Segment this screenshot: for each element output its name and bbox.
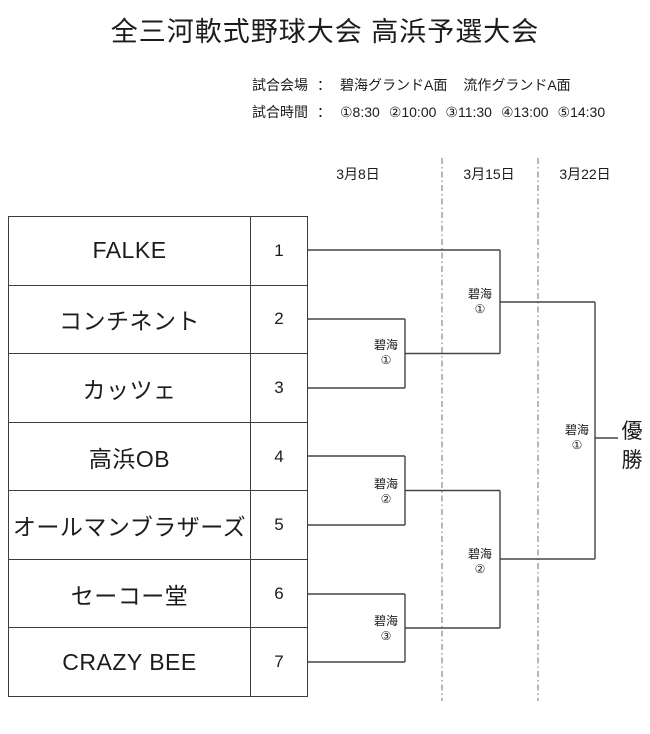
- match-label-round2-game2: 碧海 ②: [468, 547, 492, 577]
- match-label-round1-game2: 碧海 ②: [374, 477, 398, 507]
- team-name: FALKE: [9, 217, 251, 285]
- match-venue: 碧海: [373, 614, 399, 628]
- team-name: オールマンブラザーズ: [9, 491, 251, 559]
- match-venue: 碧海: [564, 423, 590, 437]
- team-seed: 3: [274, 377, 284, 397]
- team-seed: 4: [274, 446, 284, 466]
- match-game-number: ③: [380, 629, 392, 643]
- match-game-number: ①: [571, 438, 583, 452]
- team-row: オールマンブラザーズ 5: [9, 490, 307, 559]
- team-name: カッツェ: [9, 354, 251, 422]
- match-game-number: ②: [380, 492, 392, 506]
- date-column-2: 3月15日: [463, 166, 515, 182]
- venue-label: 試合会場: [252, 77, 308, 93]
- champion-label: 優勝: [621, 420, 643, 472]
- time-slot-1: ①8:30: [340, 104, 380, 120]
- team-name: セーコー堂: [9, 559, 251, 628]
- team-row: セーコー堂 6: [9, 558, 307, 628]
- time-slot-5: ⑤14:30: [557, 104, 606, 120]
- team-row: カッツェ 3: [9, 353, 307, 422]
- match-venue: 碧海: [467, 547, 493, 561]
- team-row: コンチネント 2: [9, 284, 307, 354]
- time-slot-3: ③11:30: [445, 104, 492, 120]
- time-line: 試合時間 ： ①8:30 ②10:00 ③11:30 ④13:00 ⑤14:30: [252, 99, 614, 126]
- venue-name-2: 流作グランドA面: [463, 77, 571, 93]
- match-game-number: ②: [474, 562, 486, 576]
- match-label-round1-game3: 碧海 ③: [374, 614, 398, 644]
- time-slot-4: ④13:00: [500, 104, 549, 120]
- team-name: CRAZY BEE: [9, 628, 251, 697]
- date-column-1: 3月8日: [336, 166, 380, 182]
- match-game-number: ①: [474, 302, 486, 316]
- team-seed: 1: [274, 240, 284, 260]
- team-row: FALKE 1: [9, 217, 307, 285]
- time-slot-2: ②10:00: [388, 104, 437, 120]
- match-venue: 碧海: [373, 338, 399, 352]
- bracket-solid-lines: [308, 249, 618, 663]
- venue-name-1: 碧海グランドA面: [340, 77, 448, 93]
- team-seed: 2: [274, 309, 284, 329]
- venue-line: 試合会場 ： 碧海グランドA面流作グランドA面: [252, 72, 614, 99]
- match-game-number: ①: [380, 353, 392, 367]
- page-title: 全三河軟式野球大会 高浜予選大会: [110, 17, 540, 47]
- time-label: 試合時間: [252, 104, 308, 120]
- team-table: FALKE 1 コンチネント 2 カッツェ 3 高浜OB 4 オールマンブラザー…: [8, 216, 308, 697]
- team-name: 高浜OB: [9, 422, 251, 491]
- team-seed: 6: [274, 583, 284, 603]
- tournament-info: 試合会場 ： 碧海グランドA面流作グランドA面 試合時間 ： ①8:30 ②10:00 ③1…: [252, 72, 614, 126]
- team-seed: 5: [274, 515, 284, 535]
- colon-separator: ：: [317, 77, 331, 93]
- match-venue: 碧海: [467, 287, 493, 301]
- week-divider-lines: [441, 158, 539, 701]
- team-name: コンチネント: [9, 285, 251, 354]
- colon-separator: ：: [317, 104, 331, 120]
- team-row: 高浜OB 4: [9, 421, 307, 491]
- team-row: CRAZY BEE 7: [9, 627, 307, 697]
- match-label-round1-game1: 碧海 ①: [374, 338, 398, 368]
- match-label-round2-game1: 碧海 ①: [468, 287, 492, 317]
- match-venue: 碧海: [373, 477, 399, 491]
- team-seed: 7: [274, 652, 284, 672]
- date-column-3: 3月22日: [559, 166, 611, 182]
- match-label-final: 碧海 ①: [565, 423, 589, 453]
